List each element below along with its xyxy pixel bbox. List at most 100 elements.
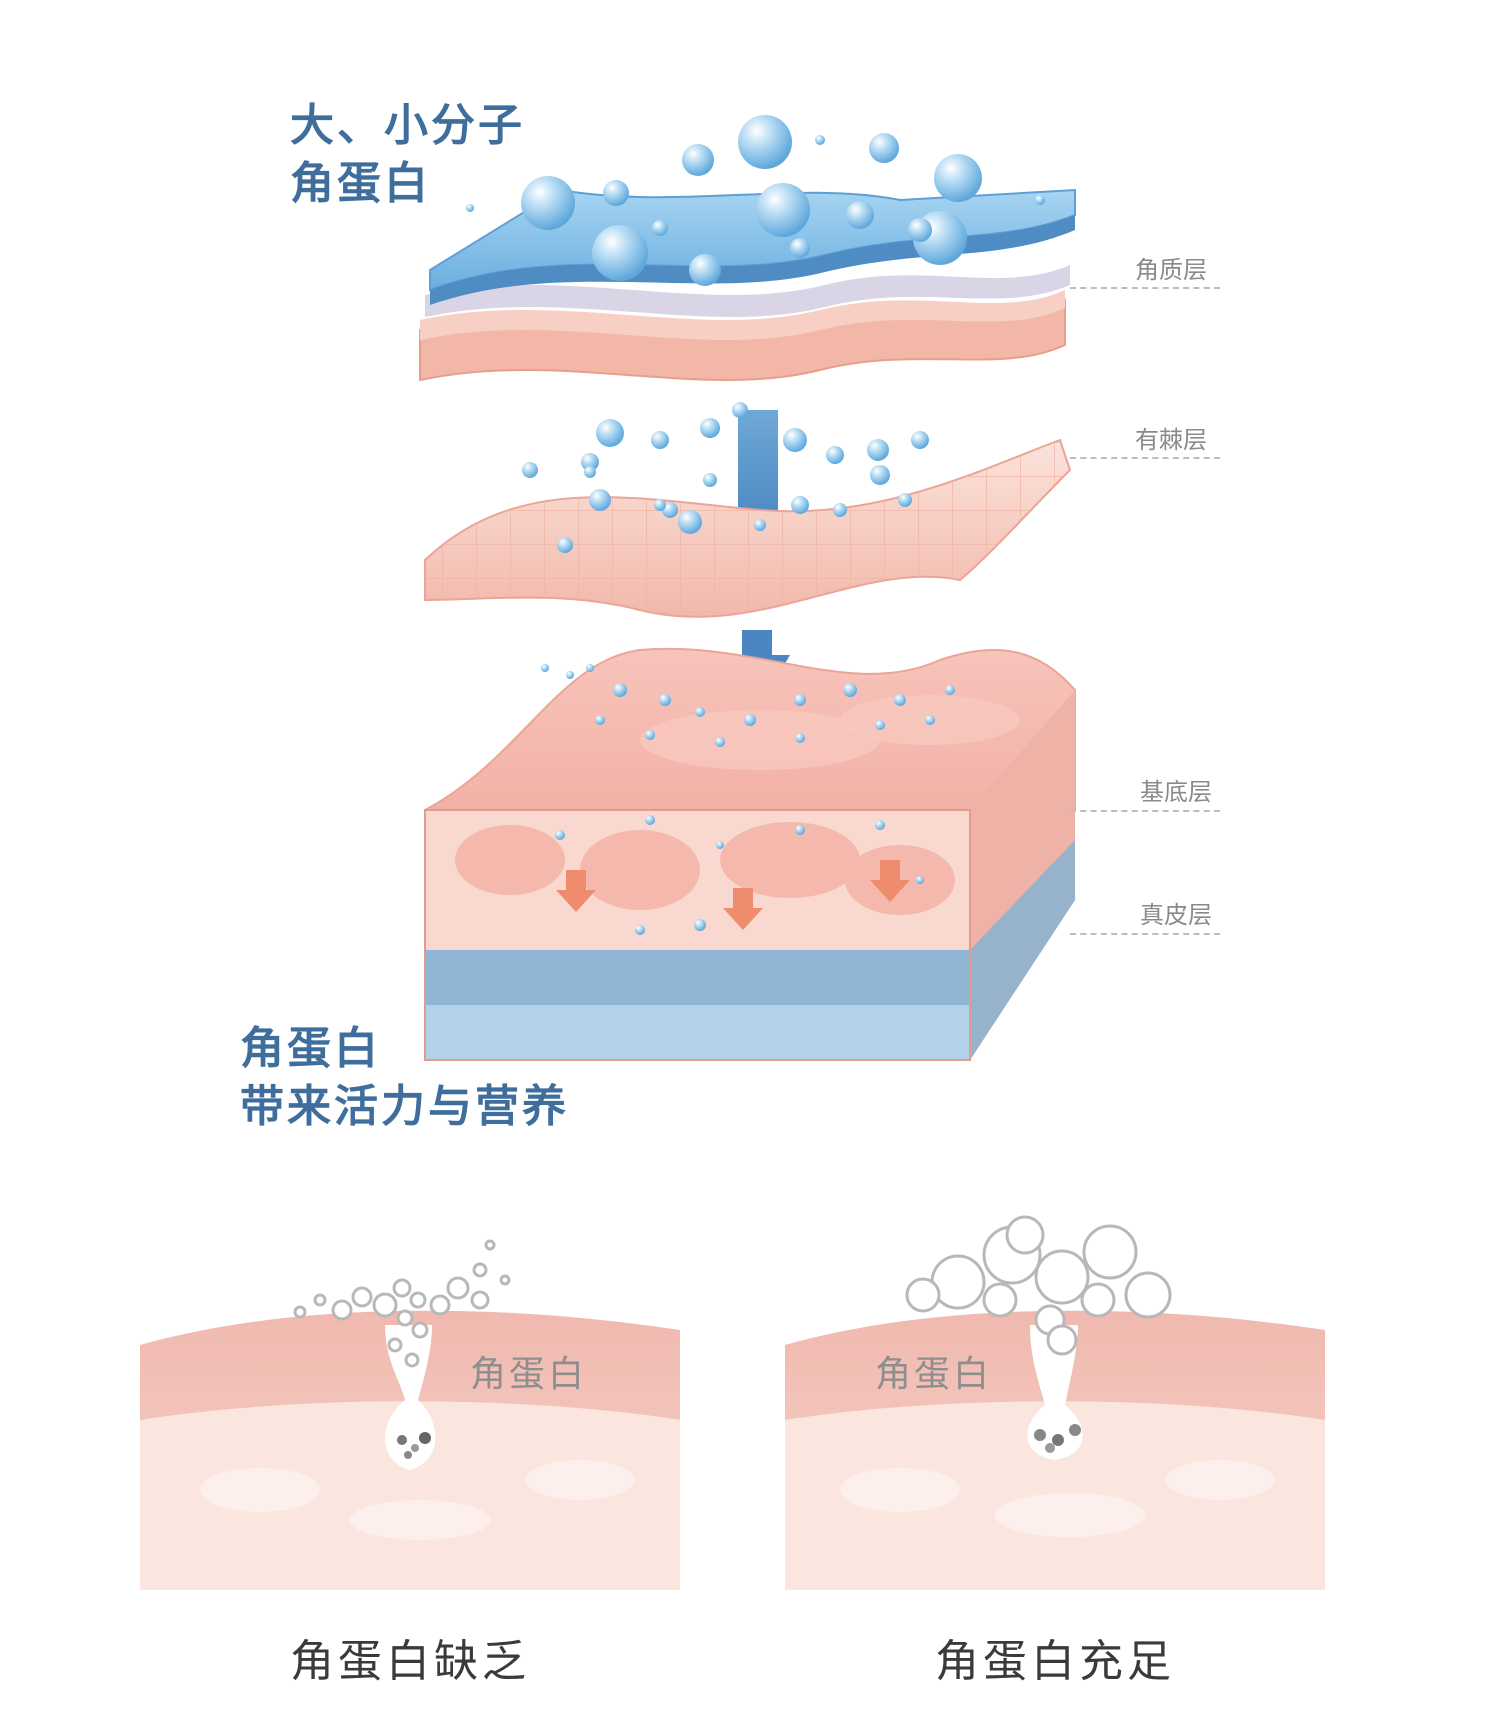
keratin-bubble-outline — [331, 1299, 353, 1321]
skin-block — [424, 647, 1076, 1061]
caption-sufficient: 角蛋白充足 — [935, 1636, 1175, 1687]
keratin-bubble — [756, 183, 810, 237]
keratin-bubble — [826, 446, 844, 464]
keratin-bubble-outline — [429, 1294, 451, 1316]
keratin-bubble-outline — [499, 1274, 511, 1286]
keratin-bubble — [867, 439, 889, 461]
headline-top: 大、小分子 角蛋白 — [290, 97, 525, 213]
keratin-bubble — [894, 694, 906, 706]
keratin-bubble — [466, 204, 474, 212]
keratin-bubble — [695, 707, 705, 717]
keratin-bubble-outline — [404, 1352, 420, 1368]
headline-bottom-line1: 角蛋白 — [240, 1023, 381, 1074]
keratin-bubble-outline — [1046, 1324, 1078, 1356]
keratin-bubble-outline — [351, 1286, 373, 1308]
keratin-bubble — [908, 218, 932, 242]
keratin-bubble — [586, 664, 594, 672]
keratin-bubble — [682, 144, 714, 176]
keratin-bubble — [925, 715, 935, 725]
keratin-bubble — [557, 537, 573, 553]
keratin-bubble — [795, 733, 805, 743]
headline-top-line2: 角蛋白 — [290, 158, 431, 209]
keratin-bubble — [783, 428, 807, 452]
stratum-corneum-layer — [419, 188, 1076, 382]
panel-deficient — [140, 1310, 680, 1590]
leader-line — [1070, 810, 1220, 812]
keratin-bubble — [916, 876, 924, 884]
keratin-bubble — [795, 825, 805, 835]
keratin-bubble — [911, 431, 929, 449]
keratin-bubble — [754, 519, 766, 531]
keratin-bubble — [945, 685, 955, 695]
keratin-bubble — [716, 841, 724, 849]
down-arrow-icon — [723, 888, 763, 930]
keratin-bubble — [589, 489, 611, 511]
keratin-bubble — [652, 220, 668, 236]
leader-line — [1070, 287, 1220, 289]
keratin-bubble — [794, 694, 806, 706]
keratin-bubble — [645, 815, 655, 825]
keratin-bubble — [613, 683, 627, 697]
keratin-bubble-outline — [1082, 1224, 1138, 1280]
keratin-bubble-outline — [1080, 1282, 1116, 1318]
keratin-bubble — [689, 254, 721, 286]
keratin-bubble — [870, 465, 890, 485]
keratin-bubbles-outline — [293, 1215, 1172, 1368]
keratin-bubble-outline — [930, 1254, 986, 1310]
panel-left-label: 角蛋白 — [470, 1354, 588, 1395]
keratin-bubble-outline — [372, 1292, 398, 1318]
down-arrow-icon — [870, 860, 910, 902]
keratin-bubble — [703, 473, 717, 487]
label-dermis: 真皮层 — [1140, 901, 1212, 929]
keratin-bubble — [566, 671, 574, 679]
headline-bottom: 角蛋白 带来活力与营养 — [240, 1020, 569, 1136]
keratin-bubble-outline — [387, 1337, 403, 1353]
panel-right-label: 角蛋白 — [875, 1354, 993, 1395]
keratin-bubble-outline — [470, 1290, 490, 1310]
label-stratum-corneum: 角质层 — [1135, 256, 1207, 284]
keratin-bubble — [869, 133, 899, 163]
keratin-bubble — [833, 503, 847, 517]
keratin-bubble — [744, 714, 756, 726]
keratin-bubble — [581, 453, 599, 471]
keratin-bubble — [541, 664, 549, 672]
keratin-bubble — [521, 176, 575, 230]
keratin-bubble — [654, 499, 666, 511]
keratin-bubble — [898, 493, 912, 507]
keratin-bubble — [875, 820, 885, 830]
down-arrow-icon — [556, 870, 596, 912]
keratin-bubble-outline — [484, 1239, 496, 1251]
keratin-bubble — [700, 418, 720, 438]
keratin-bubble — [934, 154, 982, 202]
keratin-bubble — [738, 115, 792, 169]
keratin-bubble-outline — [1124, 1271, 1172, 1319]
keratin-bubble-outline — [293, 1305, 307, 1319]
keratin-bubble-outline — [409, 1291, 427, 1309]
keratin-bubble-outline — [1005, 1215, 1045, 1255]
leader-line — [1070, 457, 1220, 459]
keratin-bubble — [584, 466, 596, 478]
keratin-bubble — [651, 431, 669, 449]
keratin-bubble — [603, 180, 629, 206]
keratin-bubble — [592, 225, 648, 281]
keratin-bubble-outline — [392, 1278, 412, 1298]
label-spinous: 有棘层 — [1135, 426, 1207, 454]
keratin-bubble — [791, 496, 809, 514]
keratin-bubble — [659, 694, 671, 706]
leader-line — [1070, 933, 1220, 935]
keratin-bubble — [790, 238, 810, 258]
keratin-molecules — [466, 115, 1045, 935]
caption-deficient: 角蛋白缺乏 — [290, 1636, 530, 1687]
keratin-bubble — [662, 502, 678, 518]
keratin-bubble — [635, 925, 645, 935]
keratin-bubble — [678, 510, 702, 534]
keratin-bubble-outline — [905, 1277, 941, 1313]
keratin-bubble — [595, 715, 605, 725]
headline-bottom-line2: 带来活力与营养 — [240, 1081, 569, 1132]
headline-top-line1: 大、小分子 — [290, 100, 525, 151]
keratin-bubble — [522, 462, 538, 478]
keratin-bubble — [694, 919, 706, 931]
keratin-bubble — [846, 201, 874, 229]
